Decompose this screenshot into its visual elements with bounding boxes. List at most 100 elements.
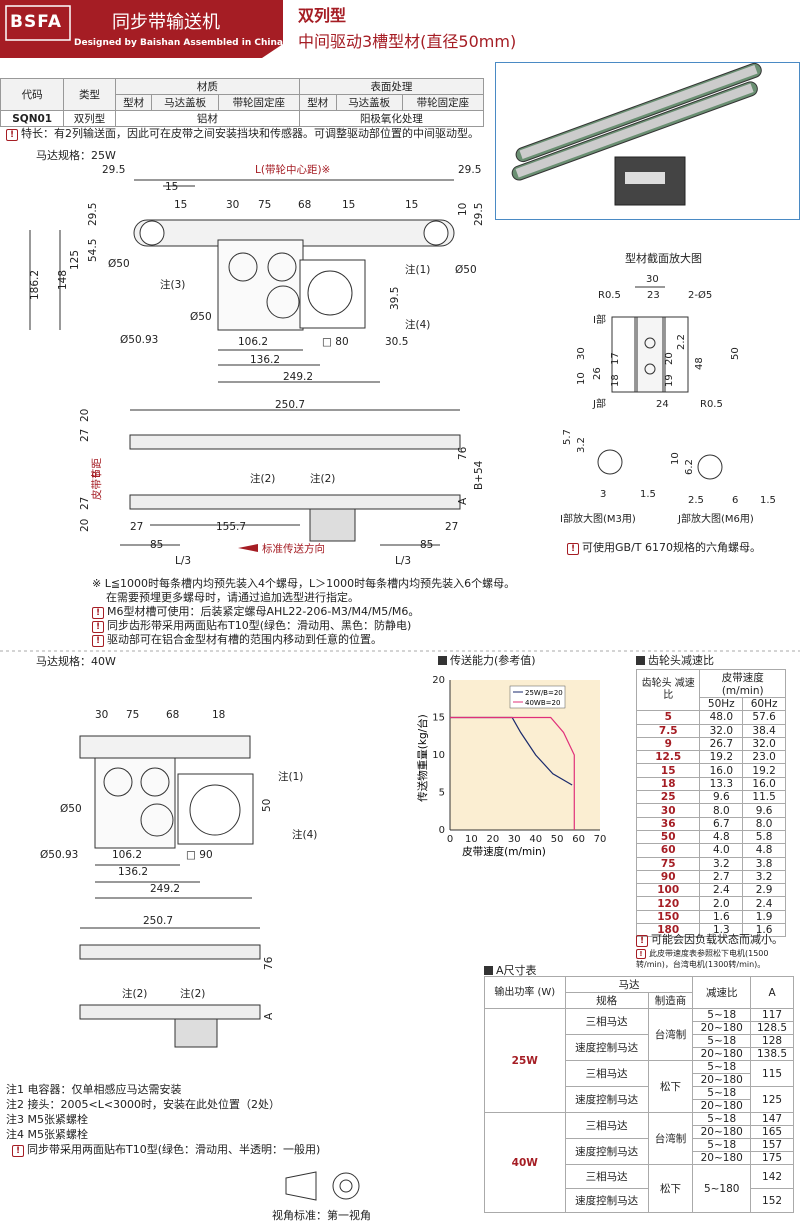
gear-speed: 4.0 — [699, 843, 744, 858]
gear-speed: 19.2 — [699, 750, 744, 765]
gear-ratio: 100 — [635, 883, 701, 898]
dim: 15 — [342, 199, 355, 211]
warning-icon: ! — [567, 543, 579, 555]
warning-icon: ! — [636, 949, 646, 959]
dim: 18 — [610, 374, 621, 387]
x-tick-label: 70 — [594, 834, 607, 845]
chart-legend: 25W/B=20 40WB=20 — [509, 685, 566, 709]
page-title: 双列型 — [298, 6, 347, 25]
dim: 186.2 — [29, 270, 41, 300]
a-power-25w: 25W — [484, 1008, 566, 1113]
gear-ratio: 25 — [635, 790, 701, 805]
dim: 26 — [592, 367, 603, 380]
a-spec: 速度控制马达 — [564, 1188, 649, 1213]
a-h-ratio: 减速比 — [692, 976, 752, 1009]
gear-speed: 9.6 — [699, 790, 744, 805]
a-h-spec: 规格 — [564, 992, 649, 1009]
dim: 10 — [576, 372, 587, 385]
x-tick-label: 20 — [486, 834, 499, 845]
spec-surface: 阳极氧化处理 — [298, 110, 485, 127]
dim: 27 — [79, 497, 91, 510]
dim: 76 — [457, 446, 469, 460]
foot-note-4: 注4 M5张紧螺栓 — [6, 1128, 88, 1141]
a-maker: 松下 — [647, 1060, 694, 1113]
j-part: J部 — [592, 397, 606, 410]
dim: 23 — [647, 290, 660, 301]
a-ratio: 20~180 — [692, 1047, 752, 1061]
brand-title: 同步带输送机 — [112, 12, 220, 33]
gear-ratio: 7.5 — [635, 723, 701, 738]
dim: 30 — [576, 347, 587, 360]
dim: 30 — [95, 709, 108, 721]
warning-icon: ! — [12, 1145, 24, 1157]
note-2: 注(2) — [310, 472, 335, 485]
a-value: 142 — [750, 1164, 794, 1189]
dim: Ø50.93 — [120, 334, 158, 346]
a-spec: 速度控制马达 — [564, 1086, 649, 1113]
gear-ratio: 15 — [635, 763, 701, 778]
dim: 30.5 — [385, 336, 408, 348]
a-ratio: 5~18 — [692, 1060, 752, 1074]
i-detail-label: I部放大图(M3用) — [560, 512, 636, 525]
dim: 27 — [130, 521, 143, 533]
spec-h-surface: 表面处理 — [298, 78, 485, 95]
spec-type: 双列型 — [63, 110, 116, 127]
dim: 1.5 — [760, 495, 776, 506]
a-spec: 三相马达 — [564, 1060, 649, 1087]
divider — [0, 650, 800, 652]
dim: 85 — [420, 539, 433, 551]
a-maker: 松下 — [647, 1164, 694, 1213]
product-photo — [495, 62, 800, 220]
dim: B+54 — [473, 460, 485, 490]
spec-material: 铝材 — [114, 110, 300, 127]
dim: 15 — [405, 199, 418, 211]
a-spec: 速度控制马达 — [564, 1138, 649, 1165]
warning-icon: ! — [92, 607, 104, 619]
a-spec: 三相马达 — [564, 1164, 649, 1189]
dim: 29.5 — [102, 164, 125, 176]
note-3: 注(3) — [160, 278, 185, 291]
spec-sub: 型材 — [114, 94, 153, 111]
note-2: 注(2) — [122, 987, 147, 1000]
dim: 75 — [258, 199, 271, 211]
warning-icon: ! — [92, 635, 104, 647]
gear-ratio: 18 — [635, 776, 701, 792]
gear-speed: 48.0 — [699, 710, 744, 725]
dim: Ø50 — [60, 803, 82, 815]
warning-icon: ! — [636, 935, 648, 947]
drawing-25w: L(带轮中心距)※ 29.5 29.5 15 15 30 75 68 15 15… — [29, 163, 485, 567]
section-view: R0.5 30 23 2-Ø5 I部 J部 24 R0.5 2.2 48 50 … — [560, 274, 776, 525]
x-tick-label: 60 — [572, 834, 585, 845]
dim: 249.2 — [283, 371, 313, 383]
gear-speed: 3.2 — [742, 869, 786, 885]
dim: 29.5 — [87, 203, 99, 226]
a-ratio: 5~18 — [692, 1008, 752, 1022]
a-value: 125 — [750, 1086, 794, 1113]
spec-sub: 型材 — [298, 94, 337, 111]
series-line-1 — [450, 716, 575, 830]
dim: 39.5 — [389, 287, 401, 310]
dim: 18 — [212, 709, 225, 721]
dim: Ø50 — [455, 264, 477, 276]
dim: 155.7 — [216, 521, 246, 533]
gear-speed: 16.0 — [699, 763, 744, 778]
dim: 136.2 — [250, 354, 280, 366]
dim: A — [457, 497, 469, 505]
gear-speed: 8.0 — [742, 816, 786, 831]
dim-b: B — [91, 471, 103, 478]
a-value: 117 — [750, 1008, 794, 1022]
x-tick-label: 0 — [447, 834, 453, 845]
belt-pitch: 皮带节距 — [90, 458, 103, 500]
note-2: 注(2) — [180, 987, 205, 1000]
warning-icon: ! — [6, 129, 18, 141]
a-h-a: A — [750, 976, 794, 1009]
gear-speed: 3.8 — [742, 856, 786, 871]
note-belt: !同步齿形带采用两面贴布T10型(绿色：滑动用、黑色：防静电) — [92, 618, 411, 633]
